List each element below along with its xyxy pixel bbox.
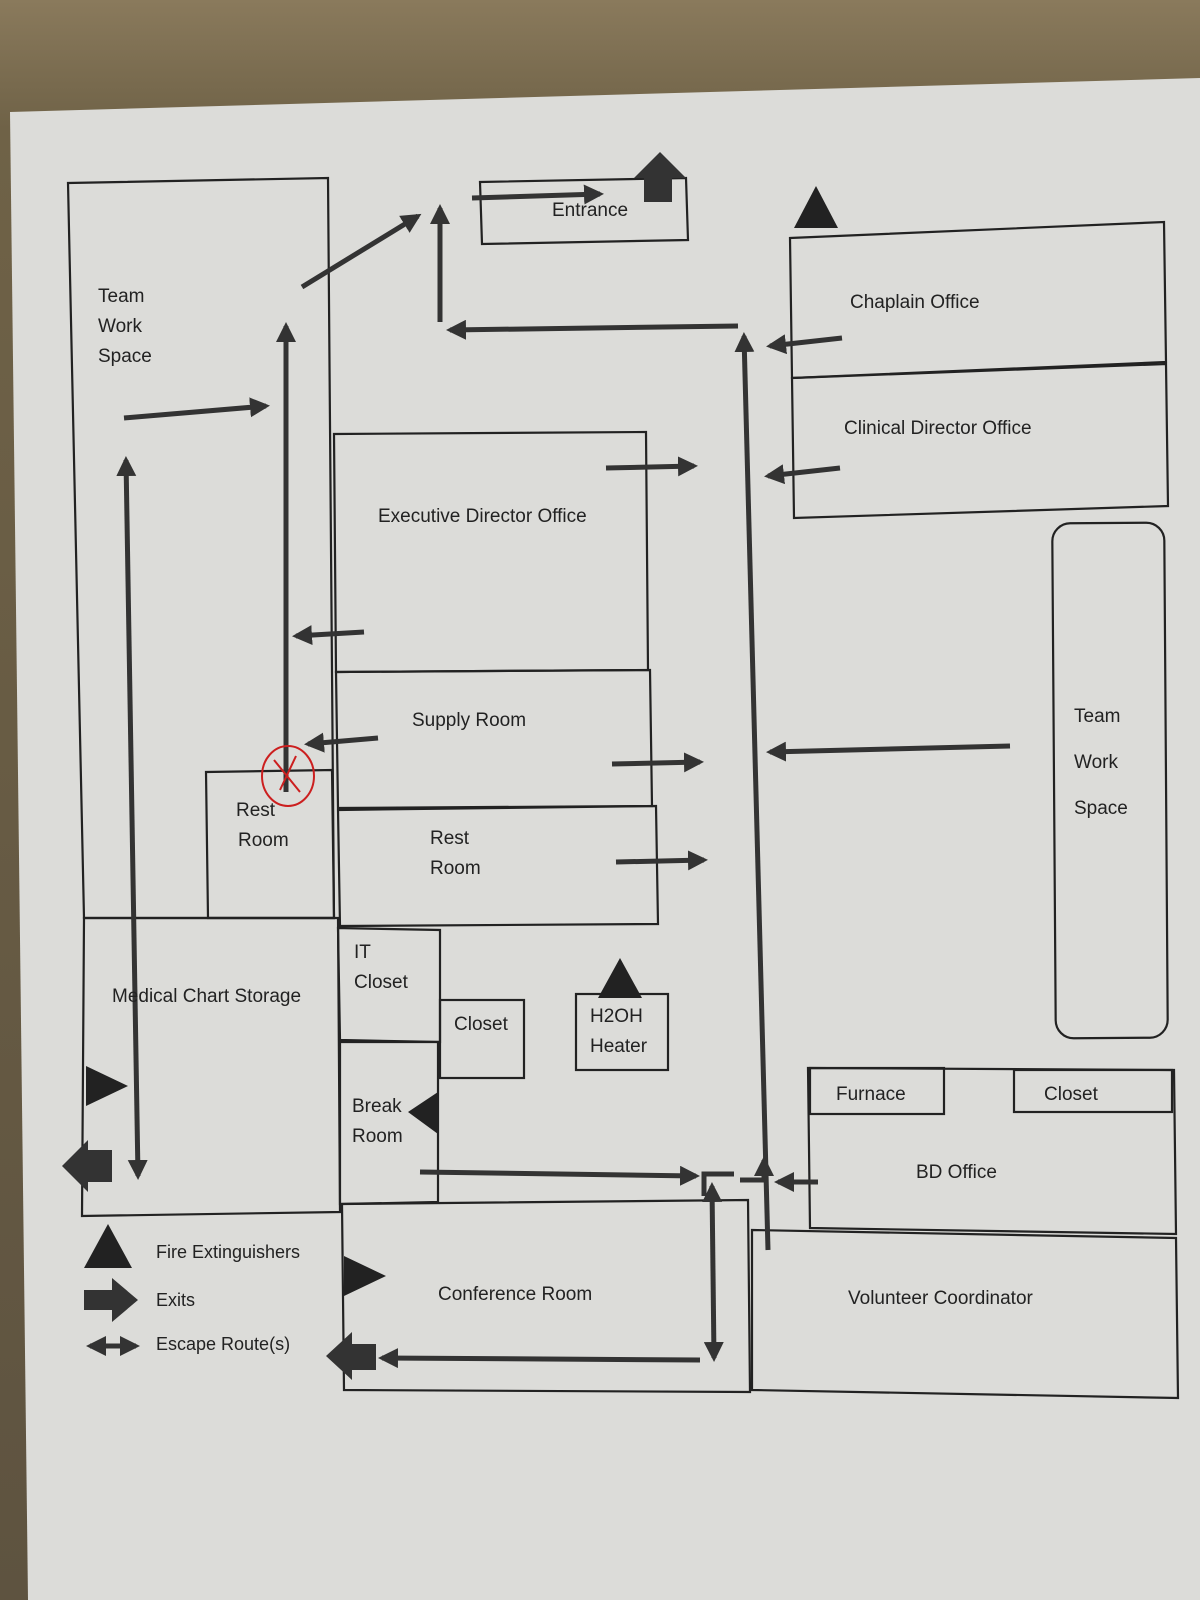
h2oh-heater-label-1: H2OH bbox=[590, 1006, 643, 1027]
route-team-left-diag bbox=[300, 213, 422, 290]
team-work-space-left-label-2: Work bbox=[98, 316, 142, 337]
furnace-room bbox=[808, 1066, 946, 1116]
furnace-label: Furnace bbox=[836, 1084, 906, 1105]
exit-entrance-up-icon bbox=[634, 152, 686, 202]
fire-extinguisher-medical-icon bbox=[86, 1066, 128, 1106]
executive-director-office-label: Executive Director Office bbox=[378, 506, 587, 527]
route-conference-vert bbox=[702, 1182, 724, 1362]
route-exec-out bbox=[605, 456, 698, 477]
team-work-space-right-label-2: Work bbox=[1074, 752, 1118, 773]
route-corridor-top bbox=[446, 319, 739, 340]
rest-room-center-room bbox=[336, 804, 660, 928]
conference-room-label: Conference Room bbox=[438, 1284, 592, 1305]
exit-left-bottom-icon bbox=[62, 1140, 112, 1192]
bd-office-label: BD Office bbox=[916, 1162, 997, 1183]
rest-room-small-label-1: Rest bbox=[236, 800, 276, 821]
clinical-director-office-label: Clinical Director Office bbox=[844, 418, 1032, 439]
fire-extinguisher-breakroom-icon bbox=[408, 1092, 438, 1134]
route-restroom-right bbox=[615, 850, 708, 871]
route-supply-left bbox=[304, 732, 379, 753]
closet-center-room bbox=[438, 998, 526, 1080]
conference-room-room bbox=[340, 1198, 752, 1394]
rest-room-center-label-1: Rest bbox=[430, 828, 470, 849]
break-room-label-2: Room bbox=[352, 1126, 403, 1147]
team-work-space-left-label-3: Space bbox=[98, 346, 152, 367]
volunteer-coordinator-label: Volunteer Coordinator bbox=[848, 1288, 1034, 1309]
rest-room-small-label-2: Room bbox=[238, 830, 289, 851]
h2oh-heater-label-2: Heater bbox=[590, 1036, 648, 1057]
exit-markers bbox=[62, 152, 686, 1380]
route-junction-arrows bbox=[701, 1160, 764, 1196]
legend-fire-extinguisher-icon bbox=[84, 1224, 132, 1268]
it-closet-label-1: IT bbox=[354, 942, 371, 963]
route-team-left-long bbox=[116, 456, 148, 1180]
route-main-corridor bbox=[734, 332, 771, 1251]
closet-right-room bbox=[1012, 1068, 1174, 1114]
route-clinical-out bbox=[764, 464, 841, 485]
room-labels: Team Work Space Entrance Chaplain Office… bbox=[98, 200, 1128, 1309]
team-work-space-right-room bbox=[1051, 521, 1169, 1040]
paper-sheet bbox=[10, 78, 1200, 1600]
legend-exits-label: Exits bbox=[156, 1290, 195, 1310]
team-work-space-right-label-1: Team bbox=[1074, 706, 1120, 727]
team-work-space-right-label-3: Space bbox=[1074, 798, 1128, 819]
team-work-space-left-label-1: Team bbox=[98, 286, 144, 307]
break-room-label-1: Break bbox=[352, 1096, 402, 1117]
route-breakroom-right bbox=[419, 1165, 700, 1186]
fire-extinguisher-top-icon bbox=[794, 186, 838, 228]
entrance-room bbox=[478, 176, 690, 246]
medical-chart-storage-room bbox=[80, 916, 342, 1218]
route-exec-left bbox=[292, 625, 365, 646]
route-chaplain-out bbox=[766, 334, 843, 355]
route-team-left-right bbox=[123, 397, 270, 421]
legend-fire-extinguishers-label: Fire Extinguishers bbox=[156, 1242, 300, 1262]
route-conference-bottom bbox=[378, 1348, 701, 1369]
legend-escape-routes-label: Escape Route(s) bbox=[156, 1334, 290, 1354]
closet-center-label: Closet bbox=[454, 1014, 509, 1035]
chaplain-office-label: Chaplain Office bbox=[850, 292, 980, 313]
fire-extinguisher-conference-icon bbox=[344, 1256, 386, 1296]
fire-extinguishers bbox=[86, 186, 838, 1296]
volunteer-coordinator-room bbox=[750, 1228, 1180, 1400]
route-supply-right bbox=[611, 752, 704, 773]
exit-conference-left-icon bbox=[326, 1332, 376, 1380]
escape-routes bbox=[116, 184, 1011, 1369]
chaplain-office-room bbox=[788, 220, 1168, 380]
route-entrance-top bbox=[471, 184, 604, 205]
medical-chart-storage-label: Medical Chart Storage bbox=[112, 986, 301, 1007]
legend: Fire Extinguishers Exits Escape Route(s) bbox=[84, 1224, 300, 1356]
legend-exit-icon bbox=[84, 1278, 138, 1322]
closet-right-label: Closet bbox=[1044, 1084, 1099, 1105]
red-annotation-circle bbox=[261, 745, 315, 807]
it-closet-label-2: Closet bbox=[354, 972, 409, 993]
entrance-label: Entrance bbox=[552, 200, 628, 221]
supply-room-label: Supply Room bbox=[412, 710, 526, 731]
route-team-right-out bbox=[766, 741, 1011, 762]
fire-extinguisher-heater-icon bbox=[598, 958, 642, 998]
rest-room-center-label-2: Room bbox=[430, 858, 481, 879]
